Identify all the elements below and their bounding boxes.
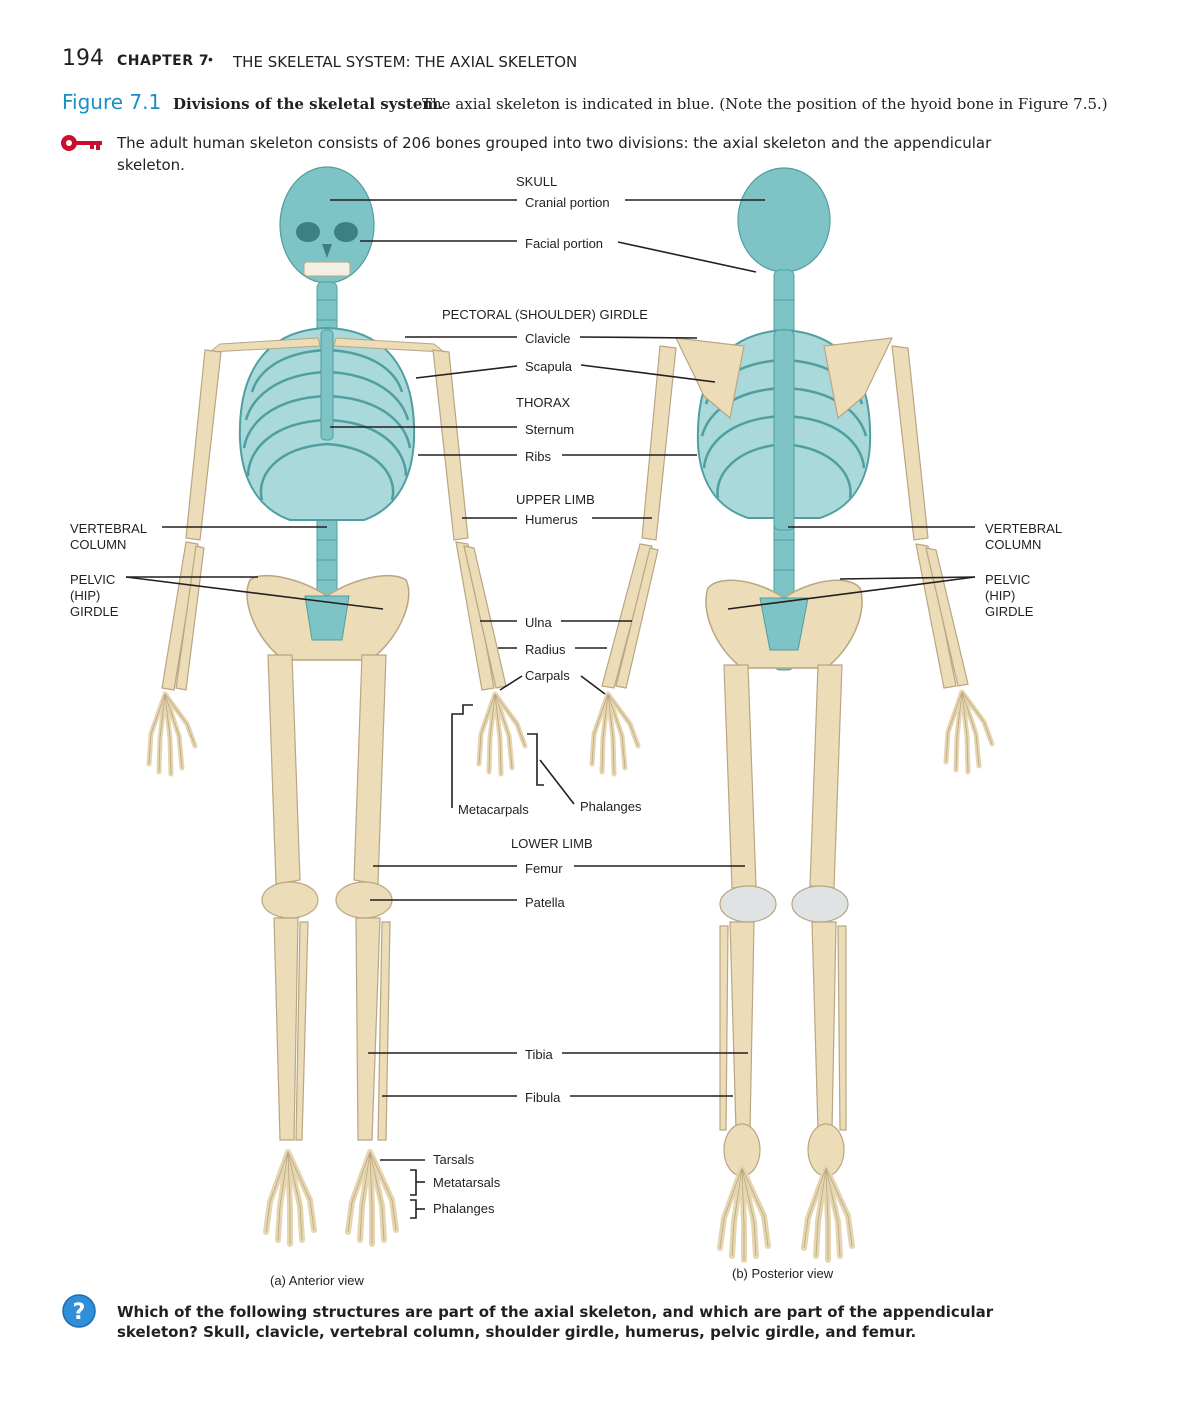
label-pelvic-girdle-left: PELVIC (HIP) GIRDLE [70, 572, 119, 619]
label-anterior-view: (a) Anterior view [270, 1273, 364, 1288]
label-pelvic-girdle-right: PELVIC (HIP) GIRDLE [985, 572, 1034, 619]
chapter-label: CHAPTER 7 [117, 53, 210, 69]
label-vertebral-column-right: VERTEBRAL COLUMN [985, 521, 1063, 552]
label-metacarpals: Metacarpals [458, 802, 529, 817]
posterior-skeleton [592, 167, 992, 1260]
label-skull: SKULL [516, 174, 558, 189]
label-ribs: Ribs [525, 449, 552, 464]
label-phalanges-foot: Phalanges [433, 1201, 495, 1216]
label-lower-limb: LOWER LIMB [511, 836, 593, 851]
label-vertebral-column-left: VERTEBRAL COLUMN [70, 521, 148, 552]
label-clavicle: Clavicle [525, 331, 571, 346]
label-thorax: THORAX [516, 395, 571, 410]
label-metatarsals: Metatarsals [433, 1175, 501, 1190]
label-ulna: Ulna [525, 615, 552, 630]
anterior-skeleton [149, 166, 525, 1244]
page-number: 194 [62, 46, 104, 71]
label-fibula: Fibula [525, 1090, 561, 1105]
label-humerus: Humerus [525, 512, 578, 527]
key-icon [60, 133, 104, 158]
label-phalanges-hand: Phalanges [580, 799, 642, 814]
header-bullet: • [208, 51, 213, 67]
label-tibia: Tibia [525, 1047, 553, 1062]
label-posterior-view: (b) Posterior view [732, 1266, 834, 1281]
label-radius: Radius [525, 642, 566, 657]
label-patella: Patella [525, 895, 565, 910]
review-question: Which of the following structures are pa… [117, 1303, 994, 1341]
figure-number: Figure 7.1 [62, 90, 162, 114]
figure-description: The axial skeleton is indicated in blue.… [422, 95, 1108, 113]
key-point-text: The adult human skeleton consists of 206… [117, 134, 992, 174]
label-pectoral-girdle: PECTORAL (SHOULDER) GIRDLE [442, 307, 648, 322]
question-icon: ? [62, 1294, 96, 1328]
label-carpals: Carpals [525, 668, 570, 683]
label-femur: Femur [525, 861, 563, 876]
label-sternum: Sternum [525, 422, 575, 437]
label-cranial-portion: Cranial portion [525, 195, 610, 210]
leader-lines [125, 199, 976, 1219]
chapter-title: THE SKELETAL SYSTEM: THE AXIAL SKELETON [233, 53, 578, 71]
label-upper-limb: UPPER LIMB [516, 492, 595, 507]
figure-title: Divisions of the skeletal system. [173, 95, 444, 113]
label-scapula: Scapula [525, 359, 572, 374]
label-tarsals: Tarsals [433, 1152, 475, 1167]
label-facial-portion: Facial portion [525, 236, 604, 251]
svg-text:?: ? [73, 1300, 86, 1325]
